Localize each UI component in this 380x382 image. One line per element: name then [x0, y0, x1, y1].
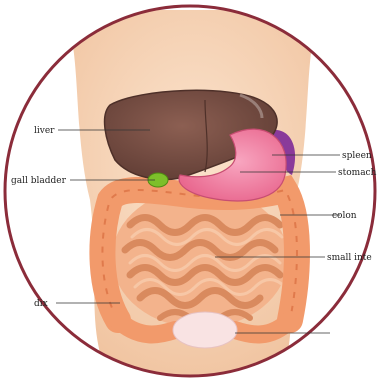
bladder	[173, 312, 237, 348]
label-spleen: spleen	[342, 151, 372, 161]
label-gall-bladder: gall bladder	[11, 176, 67, 186]
label-stomach: stomach	[338, 168, 377, 178]
label-small-intestine: small inte	[327, 253, 372, 263]
label-liver: liver	[34, 126, 55, 136]
label-colon: colon	[332, 211, 357, 221]
label-appendix: dix	[34, 299, 48, 309]
